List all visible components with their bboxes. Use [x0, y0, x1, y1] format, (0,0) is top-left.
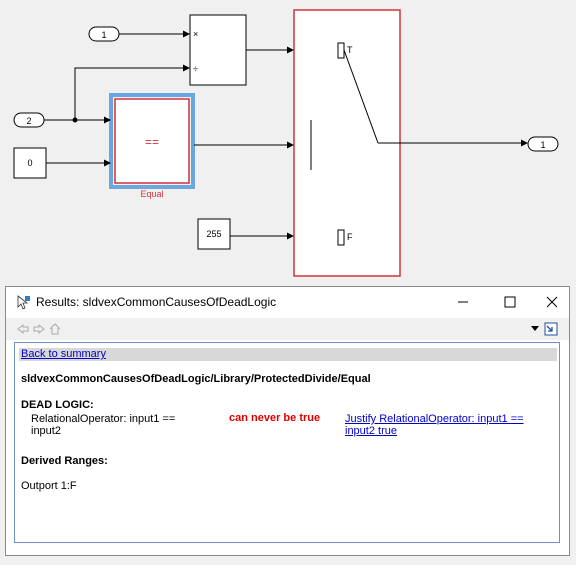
home-icon[interactable] [48, 322, 62, 336]
back-bar: Back to summary [19, 348, 557, 361]
equal-block[interactable]: == Equal [109, 93, 195, 199]
block-path: sldvexCommonCausesOfDeadLogic/Library/Pr… [21, 373, 371, 385]
results-dialog[interactable]: Results: sldvexCommonCausesOfDeadLogic [5, 286, 570, 556]
maximize-button[interactable] [496, 290, 524, 314]
constant-zero-label: 0 [27, 158, 32, 168]
inport-2[interactable]: 2 [13, 112, 45, 128]
model-canvas[interactable]: 1 2 0 255 × ÷ == Equal T F 1 [0, 0, 576, 280]
derived-ranges-heading: Derived Ranges: [21, 455, 108, 467]
switch-false-label: F [347, 232, 353, 242]
dock-icon[interactable] [544, 322, 558, 336]
outport-range: Outport 1:F [21, 480, 77, 492]
close-button[interactable] [538, 290, 566, 314]
inport-2-label: 2 [26, 116, 31, 126]
toolbar [6, 318, 569, 340]
product-block[interactable]: × ÷ [189, 14, 247, 86]
equal-operator-label: == [145, 135, 159, 149]
dead-logic-status: can never be true [229, 412, 321, 424]
minimize-button[interactable] [449, 290, 477, 314]
back-to-summary-link[interactable]: Back to summary [21, 348, 106, 360]
divide-op-label: ÷ [193, 64, 198, 74]
constant-zero-block[interactable]: 0 [13, 147, 47, 179]
dead-logic-description: RelationalOperator: input1 == input2 [31, 413, 176, 437]
justify-link[interactable]: Justify RelationalOperator: input1 == in… [345, 413, 524, 437]
switch-block[interactable]: T F [293, 9, 401, 277]
outport-1[interactable]: 1 [527, 136, 559, 152]
dialog-title: Results: sldvexCommonCausesOfDeadLogic [36, 295, 277, 309]
dropdown-arrow-icon[interactable] [530, 325, 540, 333]
multiply-op-label: × [193, 29, 198, 39]
title-bar[interactable]: Results: sldvexCommonCausesOfDeadLogic [6, 287, 569, 317]
back-arrow-icon[interactable] [16, 322, 30, 336]
dead-logic-heading: DEAD LOGIC: [21, 399, 94, 411]
inport-1[interactable]: 1 [88, 26, 120, 42]
outport-1-label: 1 [540, 140, 545, 150]
results-content: Back to summary sldvexCommonCausesOfDead… [14, 342, 560, 543]
app-icon [17, 295, 30, 310]
equal-block-name: Equal [140, 189, 163, 199]
constant-255-label: 255 [206, 229, 221, 239]
signal-lines [44, 30, 528, 240]
forward-arrow-icon[interactable] [32, 322, 46, 336]
switch-true-label: T [347, 45, 353, 55]
inport-1-label: 1 [101, 30, 106, 40]
constant-255-block[interactable]: 255 [197, 218, 231, 250]
